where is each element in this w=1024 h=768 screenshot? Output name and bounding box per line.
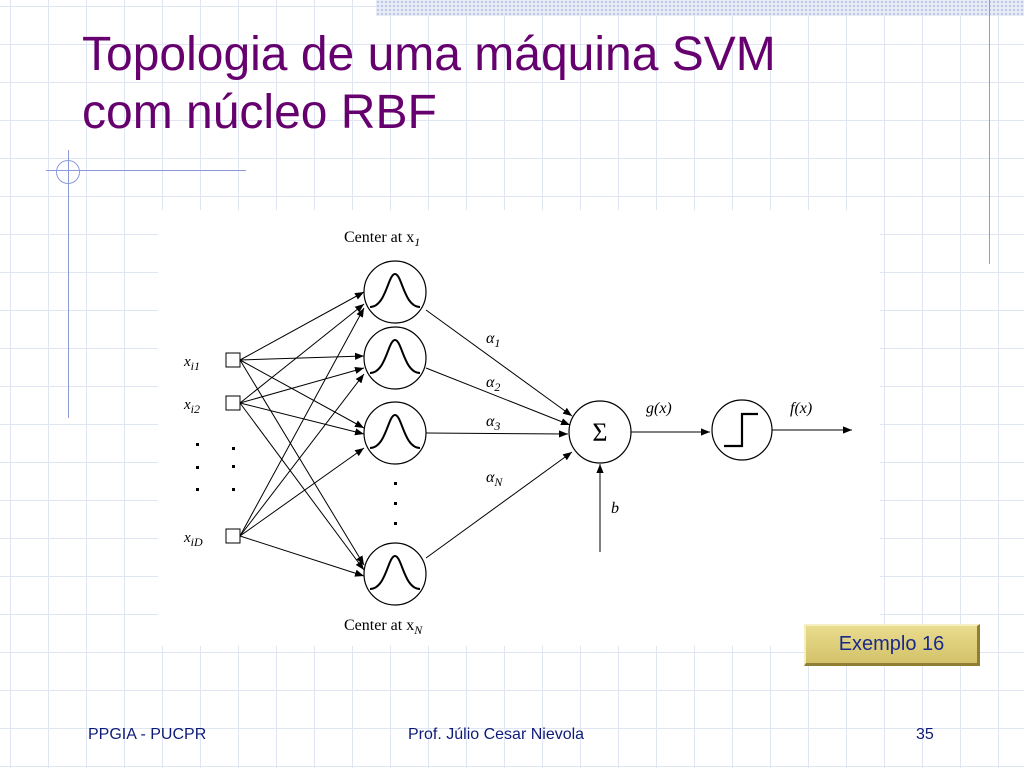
gaussian-bump-icon: [369, 338, 421, 374]
hidden-rbf-units: [363, 260, 427, 606]
weight-label-alpha1: α1: [486, 330, 500, 350]
edge-xiD-hN: [239, 535, 365, 577]
right-vertical-rule: [989, 0, 990, 264]
edge-xiD-h2: [239, 373, 365, 537]
edge-xi2-hN: [239, 402, 365, 571]
edge-h1-sum: [425, 309, 573, 417]
input-node-xiD: [225, 528, 241, 544]
gaussian-bump-icon: [369, 413, 421, 449]
input-to-hidden-connections: [239, 291, 365, 577]
center-label-top: Center at x1: [344, 229, 420, 249]
sigma-icon: Σ: [592, 418, 607, 447]
input-label-xi1: xi1: [183, 354, 200, 373]
edge-xi1-h1: [239, 291, 365, 361]
edge-xi2-h3: [239, 402, 365, 436]
edge-xi2-h1: [239, 303, 365, 404]
input-node-xi2: [225, 395, 241, 411]
edge-xi1-hN: [239, 359, 365, 566]
footer-page-number: 35: [916, 726, 934, 743]
top-decorative-band: [376, 0, 1024, 16]
summation-node: Σ: [568, 400, 632, 464]
hidden-to-sum-connections: [425, 309, 852, 559]
svm-rbf-topology-diagram: xi1 xi2 xiD: [158, 210, 880, 646]
rbf-unit-1: [363, 260, 427, 324]
edge-h3-sum: [425, 430, 569, 438]
weight-label-alphaN: αN: [486, 469, 503, 489]
hidden-ellipsis-dots: [394, 482, 397, 525]
edge-xiD-h3: [239, 447, 365, 537]
title-underline-rule: [46, 170, 246, 171]
weight-label-alpha3: α3: [486, 413, 500, 433]
edge-h2-sum: [425, 367, 571, 426]
input-labels: xi1 xi2 xiD: [183, 354, 203, 549]
slide-title-line-2: com núcleo RBF: [82, 86, 437, 139]
decorative-crosshair-circle: [56, 160, 80, 184]
edge-xi1-h2: [239, 352, 365, 361]
edge-xi2-h2: [239, 366, 365, 404]
footer-institution: PPGIA - PUCPR: [88, 726, 207, 743]
input-ellipsis-dots: [196, 443, 235, 491]
rbf-unit-2: [363, 326, 427, 390]
input-node-xi1: [225, 352, 241, 368]
example-16-button[interactable]: Exemplo 16: [804, 624, 980, 666]
input-label-xiD: xiD: [183, 530, 203, 549]
threshold-node: [711, 399, 773, 461]
edge-hN-sum: [425, 451, 573, 559]
input-label-xi2: xi2: [183, 397, 200, 416]
gaussian-bump-icon: [369, 272, 421, 308]
f-of-x-label: f(x): [790, 400, 812, 417]
gaussian-bump-icon: [369, 554, 421, 590]
edge-xi1-h3: [239, 359, 365, 429]
center-labels: Center at x1 Center at xN: [344, 229, 423, 637]
step-function-icon: [724, 412, 758, 448]
bias-label: b: [611, 500, 619, 517]
slide-title: Topologia de uma máquina SVM com núcleo …: [82, 26, 962, 142]
center-label-bottom: Center at xN: [344, 617, 423, 637]
weight-label-alpha2: α2: [486, 374, 500, 394]
diagram-svg: xi1 xi2 xiD: [183, 229, 852, 637]
edge-xiD-h1: [239, 307, 365, 537]
rbf-unit-N: [363, 542, 427, 606]
weight-labels: α1 α2 α3 αN: [486, 330, 503, 489]
input-nodes: [225, 352, 241, 544]
slide-title-line-1: Topologia de uma máquina SVM: [82, 28, 776, 81]
left-vertical-rule: [68, 150, 69, 418]
rbf-unit-3: [363, 401, 427, 465]
footer-author: Prof. Júlio Cesar Nievola: [408, 726, 585, 743]
g-of-x-label: g(x): [646, 400, 672, 417]
